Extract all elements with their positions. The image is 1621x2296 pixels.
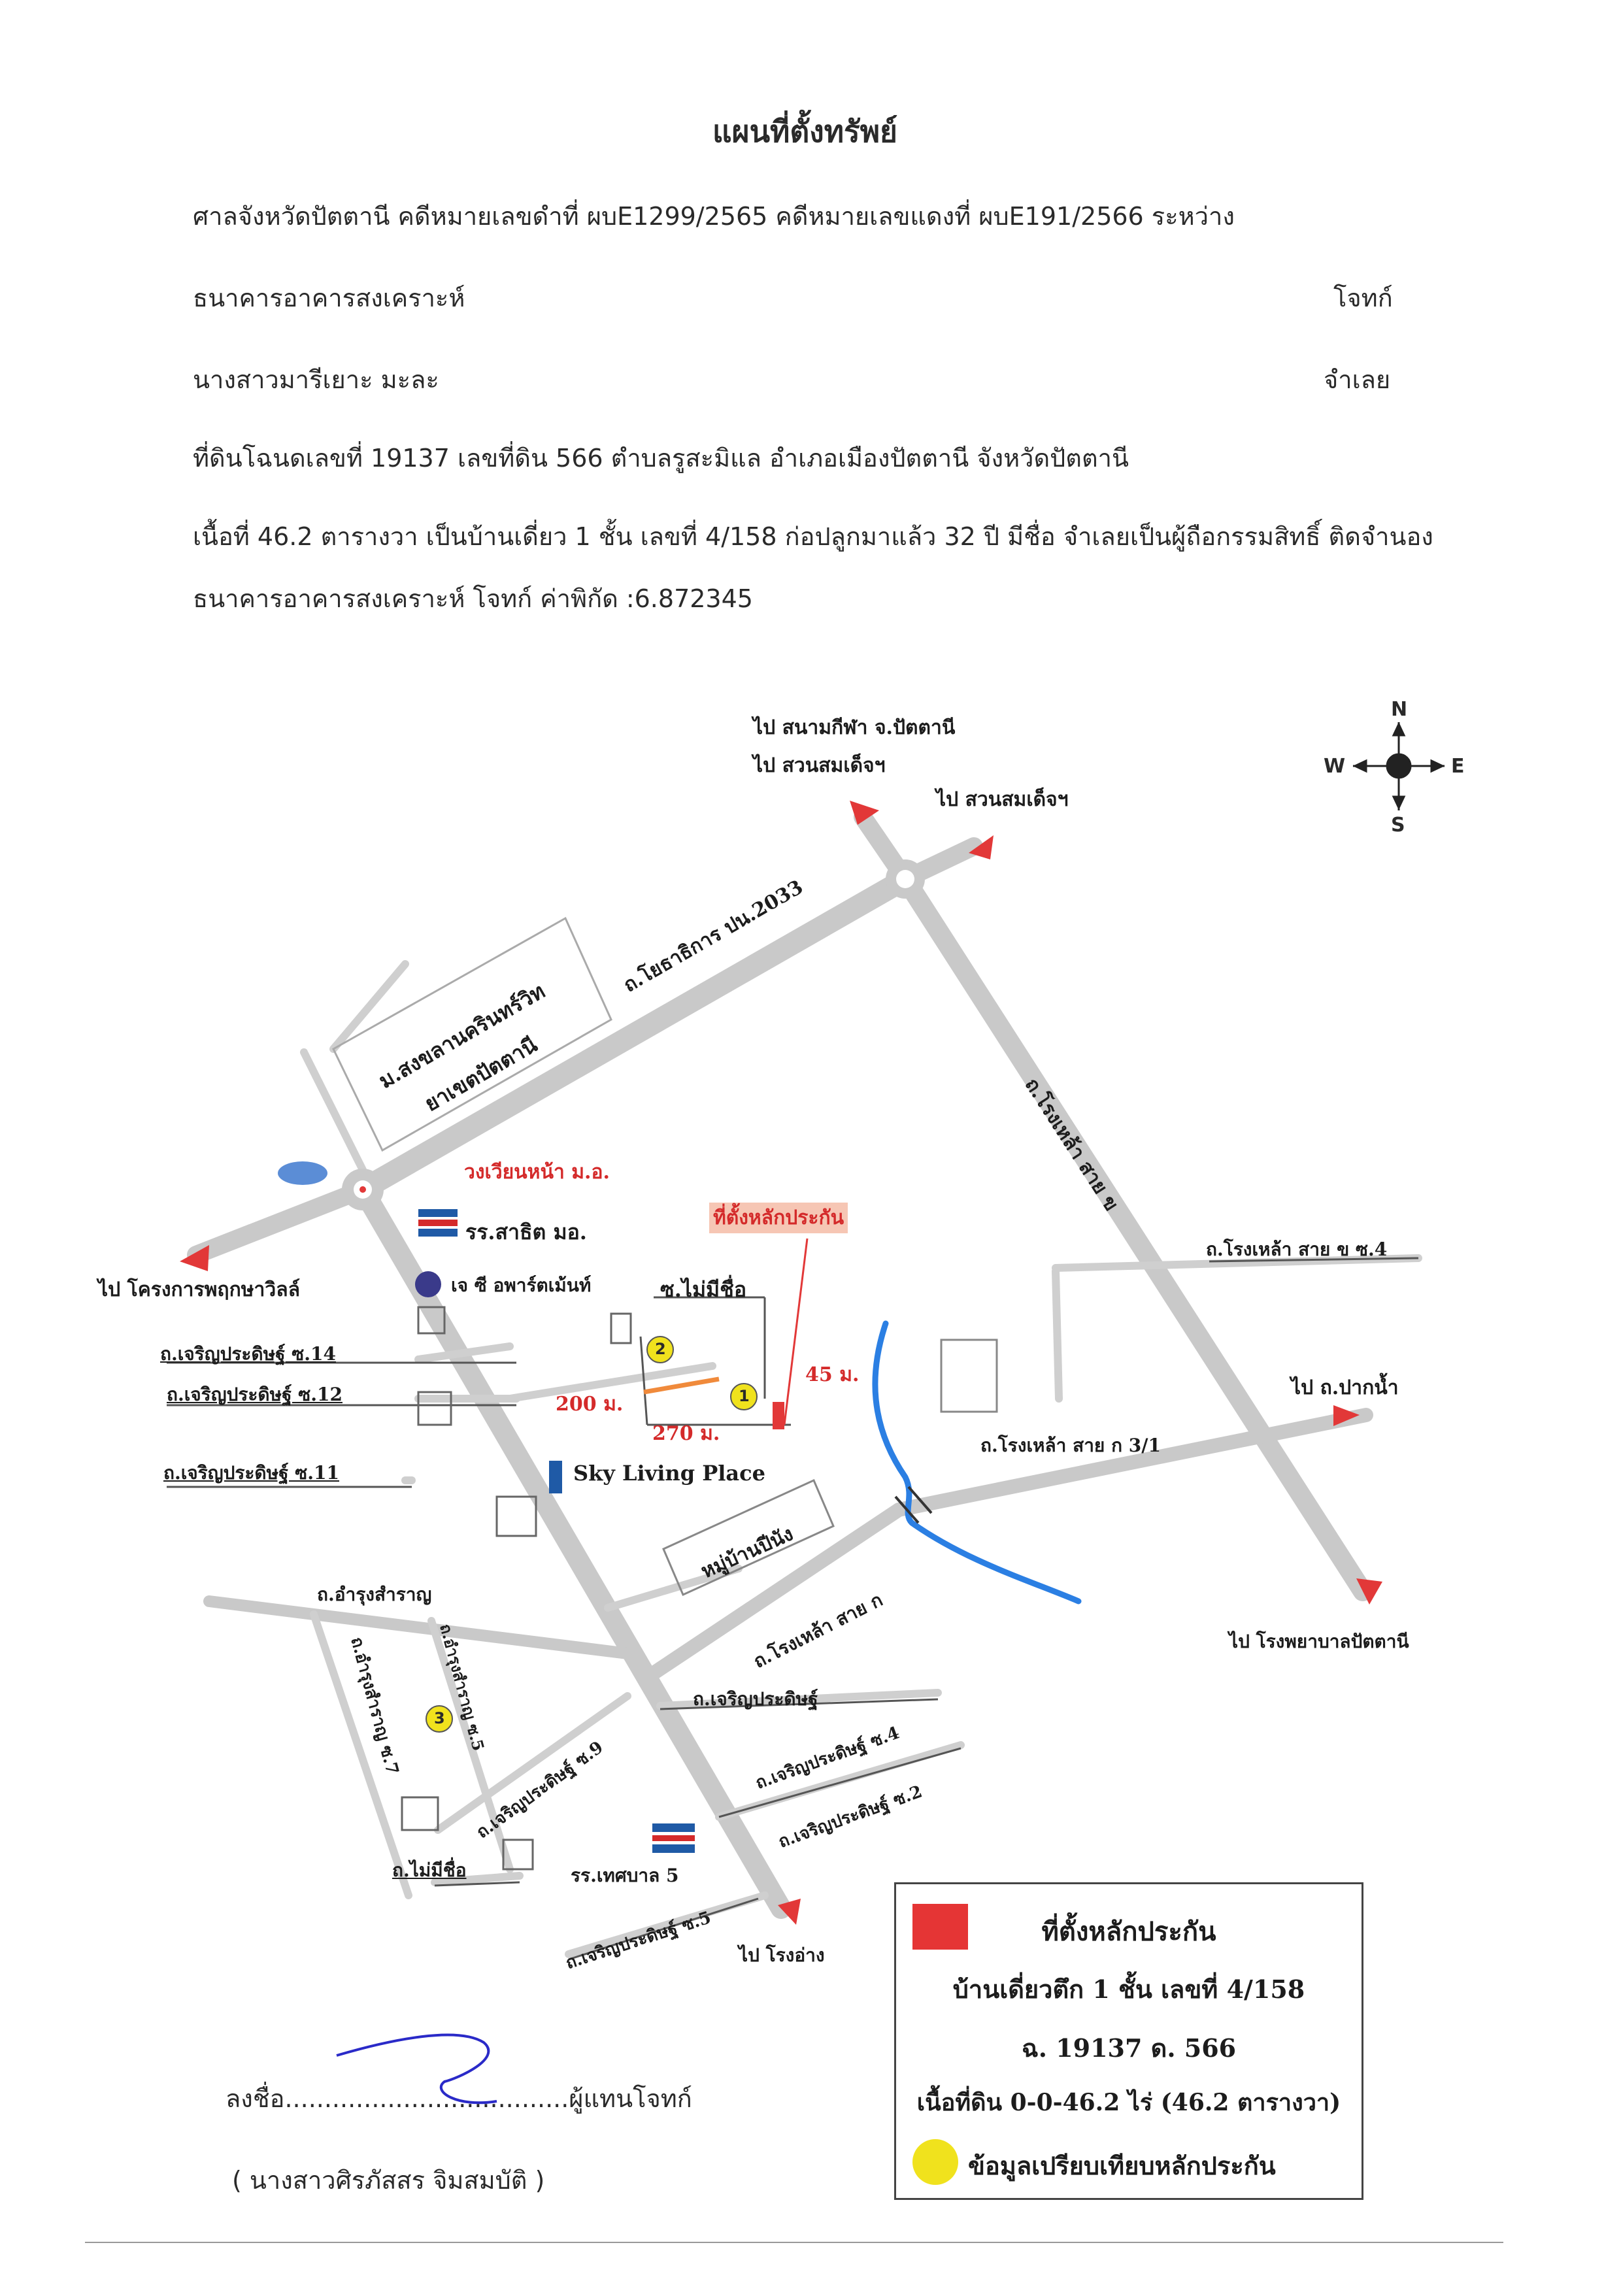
defendant-name: นางสาวมารีเยาะ มะละ: [193, 365, 439, 394]
legend-title: ที่ตั้งหลักประกัน: [1041, 1916, 1216, 1947]
comparison-marker-2: [646, 1336, 674, 1363]
road-charoen-14: [414, 1342, 514, 1363]
university-block: [332, 916, 612, 1152]
label-to-hospital: ไป โรงพยาบาลปัตตานี: [1229, 1631, 1409, 1652]
stadium-icon: [278, 1161, 327, 1185]
road-amnuay-5: [427, 1617, 514, 1873]
village-block: [662, 1478, 835, 1597]
legend-line-3: เนื้อที่ดิน 0-0-46.2 ไร่ (46.2 ตารางวา): [916, 2089, 1341, 2116]
label-soi-noname: ซ.ไม่มีชื่อ: [660, 1277, 747, 1302]
defendant-role: จำเลย: [1324, 365, 1391, 394]
bottom-divider: [85, 2242, 1503, 2243]
road-rongla-ko: [646, 1503, 906, 1680]
road-amnuay-7: [310, 1610, 412, 1899]
label-to-rongang: ไป โรงอ่าง: [739, 1944, 825, 1966]
compass-rose: [1352, 722, 1445, 810]
compass-n: N: [1391, 698, 1408, 721]
road-to-agri: [187, 1180, 372, 1264]
legend-comparison-circle: [912, 2139, 958, 2185]
road-village: [604, 1565, 743, 1612]
compass-e: E: [1451, 755, 1465, 778]
label-charoen-main: ถ.เจริญประดิษฐ์: [693, 1688, 818, 1710]
signature-line: ลงชื่อ..................................…: [226, 2084, 692, 2113]
road-charoen-9: [434, 1692, 631, 1834]
collateral-marker: [773, 1402, 784, 1429]
road-rongla-kho-4-b: [1052, 1267, 1063, 1403]
label-school-satit: รร.สาธิต มอ.: [465, 1220, 587, 1244]
court-line: ศาลจังหวัดปัตตานี คดีหมายเลขดำที่ ผบE129…: [193, 202, 1235, 231]
comparison-marker-1: [730, 1383, 758, 1410]
legend-line-2: ฉ. 19137 ด. 566: [1021, 2033, 1237, 2063]
label-to-park-a: ไป สวนสมเด็จฯ: [753, 754, 886, 777]
description-line-2: ธนาคารอาคารสงเคราะห์ โจทก์ ค่าพิกัด :6.8…: [193, 584, 753, 613]
plaintiff-name: ธนาคารอาคารสงเคราะห์: [193, 284, 465, 312]
signature-scribble: [336, 2033, 497, 2105]
label-rongla-ko-3-1: ถ.โรงเหล้า สาย ก 3/1: [980, 1435, 1161, 1456]
building-icons: [401, 1306, 632, 1871]
compass-s: S: [1391, 814, 1405, 837]
road-charoen-5: [565, 1891, 769, 1958]
direction-arrows: [180, 801, 1382, 1925]
school-flag-icon: [418, 1209, 458, 1237]
road-amnuay: [203, 1595, 633, 1659]
sky-living-icon: [549, 1461, 562, 1493]
school-flag-icon-2: [652, 1823, 695, 1853]
page-title: แผนที่ตั้งทรัพย์: [712, 114, 898, 149]
description-line-1: เนื้อที่ 46.2 ตารางวา เป็นบ้านเดี่ยว 1 ช…: [193, 522, 1433, 551]
label-to-stadium: ไป สนามกีฬา จ.ปัตตานี: [753, 716, 956, 739]
legend-box: ที่ตั้งหลักประกัน บ้านเดี่ยวตึก 1 ชั้น เ…: [894, 1882, 1363, 2200]
legend-line-1: บ้านเดี่ยวตึก 1 ชั้น เลขที่ 4/158: [952, 1974, 1305, 2004]
legend-collateral-square: [912, 1904, 968, 1950]
label-apartment: เจ ซี อพาร์ตเม้นท์: [451, 1274, 592, 1296]
road-upper-left-b: [300, 1048, 367, 1174]
label-school-tessaban: รร.เทศบาล 5: [571, 1865, 679, 1886]
road-charoen-main: [352, 1179, 792, 1919]
temple-icon: [940, 1339, 998, 1413]
road-charoen-4: [656, 1689, 942, 1710]
label-collateral-tag: ที่ตั้งหลักประกัน: [709, 1203, 848, 1233]
signer-name: ( นางสาวศิรภัสสร จิมสมบัติ ): [232, 2166, 545, 2195]
label-to-paknam: ไป ถ.ปากน้ำ: [1291, 1376, 1399, 1399]
label-dist-45: 45 ม.: [805, 1363, 860, 1386]
label-sky-living: Sky Living Place: [573, 1461, 765, 1486]
road-to-house: [506, 1362, 716, 1403]
label-charoen-11: ถ.เจริญประดิษฐ์ ซ.11: [163, 1462, 339, 1484]
road-rongla-kho: [895, 869, 1373, 1601]
label-charoen-12: ถ.เจริญประดิษฐ์ ซ.12: [167, 1384, 343, 1405]
road-rongla-ko-3-1: [892, 1408, 1373, 1517]
comparison-marker-3: [426, 1705, 453, 1733]
label-to-park-b: ไป สวนสมเด็จฯ: [936, 788, 1069, 811]
label-charoen-14: ถ.เจริญประดิษฐ์ ซ.14: [160, 1343, 336, 1365]
marker-3-label: 3: [434, 1709, 445, 1727]
road-noname-bottom: [431, 1872, 524, 1886]
label-rongla-kho-4: ถ.โรงเหล้า สาย ข ซ.4: [1206, 1239, 1388, 1260]
land-title-line: ที่ดินโฉนดเลขที่ 19137 เลขที่ดิน 566 ตำบ…: [193, 444, 1129, 473]
plaintiff-role: โจทก์: [1333, 284, 1393, 312]
label-to-agri: ไป โครงการพฤกษาวิลล์: [98, 1278, 300, 1301]
road-upper-left: [329, 960, 409, 1053]
label-dist-270: 270 ม.: [652, 1422, 720, 1445]
marker-2-label: 2: [655, 1340, 666, 1358]
marker-1-label: 1: [739, 1387, 750, 1405]
apartment-icon: [415, 1271, 441, 1297]
road-yotha: [352, 868, 916, 1201]
label-amnuay: ถ.อำรุงสำราญ: [317, 1584, 432, 1605]
label-dist-200: 200 ม.: [556, 1393, 624, 1416]
label-roundabout: วงเวียนหน้า ม.อ.: [464, 1161, 610, 1184]
legend-line-4: ข้อมูลเปรียบเทียบหลักประกัน: [968, 2151, 1276, 2180]
label-noname-road: ถ.ไม่มีชื่อ: [392, 1859, 467, 1881]
compass-w: W: [1324, 755, 1346, 778]
river: [872, 1320, 1082, 1605]
